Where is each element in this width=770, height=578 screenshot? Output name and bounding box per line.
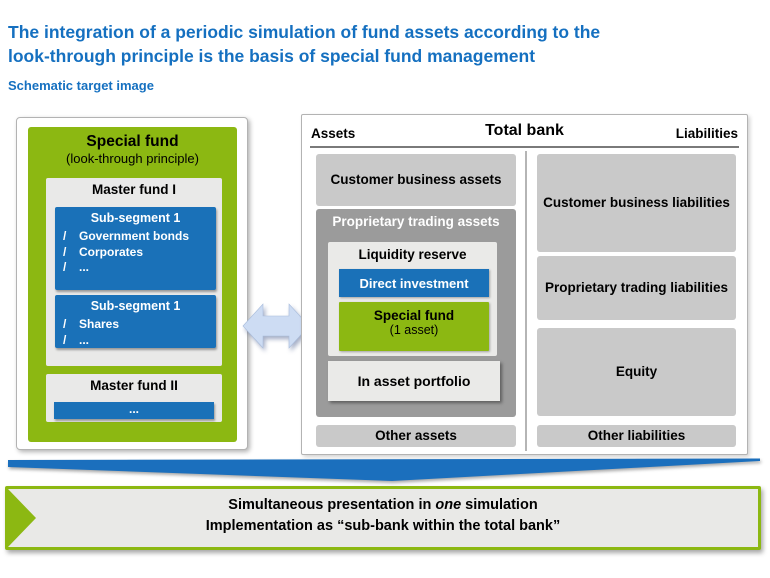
master-fund-2-title: Master fund II xyxy=(90,378,178,393)
banner-line1-prefix: Simultaneous presentation in xyxy=(228,497,436,513)
special-fund-asset-box: Special fund (1 asset) xyxy=(339,302,489,351)
special-fund-box: Special fund (look-through principle) Ma… xyxy=(28,127,237,442)
master-fund-1-box: Master fund I Sub-segment 1 / Government… xyxy=(46,178,222,366)
proprietary-trading-liabilities-box: Proprietary trading liabilities xyxy=(537,256,736,320)
direct-investment-box: Direct investment xyxy=(339,269,489,297)
slash-bullet: / xyxy=(63,244,67,259)
liquidity-reserve-box: Liquidity reserve Direct investment Spec… xyxy=(328,242,497,356)
sub-segment-2-box: Sub-segment 1 / Shares / ... xyxy=(55,295,216,348)
sub-segment-1-title: Sub-segment 1 xyxy=(90,211,181,225)
slide-subtitle: Schematic target image xyxy=(8,78,154,93)
list-item-label: Shares xyxy=(79,317,120,331)
equity-box: Equity xyxy=(537,328,736,416)
master-fund-2-box: Master fund II ... xyxy=(46,374,222,422)
sub-segment-2-list: / Shares / ... xyxy=(55,317,216,348)
list-item: / Government bonds xyxy=(55,229,216,245)
master-fund-1-title: Master fund I xyxy=(91,182,176,197)
customer-business-liabilities-box: Customer business liabilities xyxy=(537,154,736,252)
sub-segment-1-list: / Government bonds / Corporates / ... xyxy=(55,229,216,276)
assets-label: Assets xyxy=(311,126,356,141)
special-fund-title: Special fund xyxy=(86,133,179,150)
banner-line-2: Implementation as “sub-bank within the t… xyxy=(205,518,561,534)
list-item-label: Corporates xyxy=(79,244,144,259)
sub-segment-2-title: Sub-segment 1 xyxy=(90,299,181,313)
slash-bullet: / xyxy=(63,229,67,243)
liabilities-label: Liabilities xyxy=(675,126,738,141)
special-fund-asset-title: Special fund xyxy=(373,308,455,323)
banner-line-1: Simultaneous presentation in one simulat… xyxy=(8,497,758,513)
sub-segment-1-box: Sub-segment 1 / Government bonds / Corpo… xyxy=(55,207,216,290)
special-fund-asset-subtitle: (1 asset) xyxy=(389,323,439,337)
total-bank-title: Total bank xyxy=(485,122,564,139)
total-bank-panel: Assets Total bank Liabilities Customer b… xyxy=(301,114,748,455)
banner-line1-suffix: simulation xyxy=(461,497,538,513)
converge-arrow-icon xyxy=(8,458,760,481)
banner-chevron-icon xyxy=(8,489,36,547)
slash-bullet: / xyxy=(63,317,67,331)
list-item-label: ... xyxy=(79,260,90,274)
list-item-label: Government bonds xyxy=(79,229,190,243)
slide-title-line2: look-through principle is the basis of s… xyxy=(8,46,536,66)
customer-business-assets-box: Customer business assets xyxy=(316,154,516,206)
in-asset-portfolio-box: In asset portfolio xyxy=(328,361,500,401)
proprietary-trading-assets-title: Proprietary trading assets xyxy=(332,214,500,229)
header-rule xyxy=(310,146,739,148)
liquidity-reserve-title: Liquidity reserve xyxy=(358,247,467,262)
proprietary-trading-assets-box: Proprietary trading assets Liquidity res… xyxy=(316,209,516,417)
list-item: / ... xyxy=(55,333,216,349)
banner-line1-italic: one xyxy=(435,497,462,513)
double-arrow-icon xyxy=(242,303,310,349)
list-item: / Shares xyxy=(55,317,216,333)
slide-title-line1: The integration of a periodic simulation… xyxy=(8,22,601,42)
list-item: / Corporates xyxy=(55,245,216,261)
list-item: / ... xyxy=(55,260,216,276)
master-fund-2-bar: ... xyxy=(54,402,214,419)
special-fund-panel: Special fund (look-through principle) Ma… xyxy=(16,117,248,450)
slash-bullet: / xyxy=(63,332,67,347)
balance-sheet-divider xyxy=(525,151,527,451)
special-fund-subtitle: (look-through principle) xyxy=(66,151,199,166)
other-assets-box: Other assets xyxy=(316,425,516,447)
slash-bullet: / xyxy=(63,260,67,274)
other-liabilities-box: Other liabilities xyxy=(537,425,736,447)
list-item-label: ... xyxy=(79,332,90,347)
bottom-banner: Simultaneous presentation in one simulat… xyxy=(5,486,761,550)
slide-title: The integration of a periodic simulation… xyxy=(8,20,698,68)
